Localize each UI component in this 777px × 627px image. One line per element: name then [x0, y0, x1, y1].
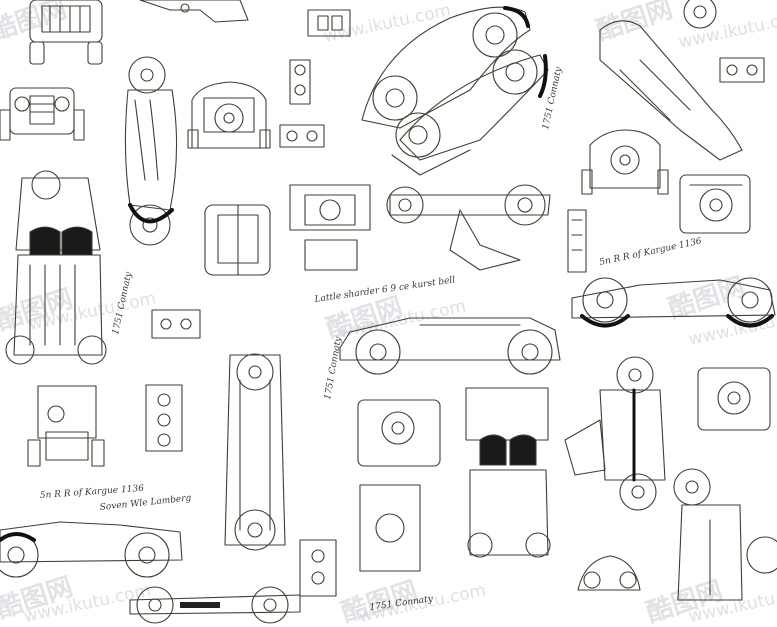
car-front-view — [0, 87, 85, 141]
car-vertical-side — [124, 56, 178, 246]
engine-detail — [567, 209, 587, 273]
car-top-view — [599, 0, 765, 161]
note-text: 5n R R of Kargue 1136 — [40, 484, 145, 501]
car-front-view — [357, 399, 441, 572]
car-vertical-side — [224, 353, 286, 551]
car-vertical-side — [564, 356, 666, 511]
handwritten-notes: 1751 Connaty 5n R R of Kargue 1136 Lattl… — [40, 65, 703, 613]
engine-detail — [139, 0, 351, 37]
engine-detail — [299, 539, 337, 597]
car-front-view — [187, 81, 271, 149]
car-race-side — [339, 317, 561, 375]
car-vertical-side — [673, 468, 777, 601]
car-front-view — [679, 174, 751, 234]
car-long-side — [129, 586, 301, 624]
car-front-view — [27, 385, 105, 467]
engine-detail — [279, 59, 325, 148]
watermark-url: www.ikutu.com — [677, 6, 777, 52]
note-text: 1751 Connaty — [323, 335, 344, 400]
car-long-side — [571, 277, 776, 328]
car-front-view — [29, 0, 103, 65]
engine-detail — [151, 309, 201, 339]
car-roadster-side — [0, 521, 183, 578]
note-text: Soven Wle Lamberg — [99, 493, 192, 513]
engine-detail — [145, 384, 183, 452]
note-text: 5n R R of Kargue 1136 — [599, 236, 703, 268]
car-vertical-top — [465, 387, 551, 558]
car-compact-top — [204, 204, 271, 276]
car-front-view — [697, 367, 771, 431]
car-sedan-side — [361, 6, 549, 176]
car-vertical-top — [5, 170, 107, 365]
car-roadster-side — [386, 184, 551, 271]
car-front-view — [577, 555, 641, 591]
car-front-view — [289, 184, 371, 271]
car-front-view — [581, 129, 669, 195]
